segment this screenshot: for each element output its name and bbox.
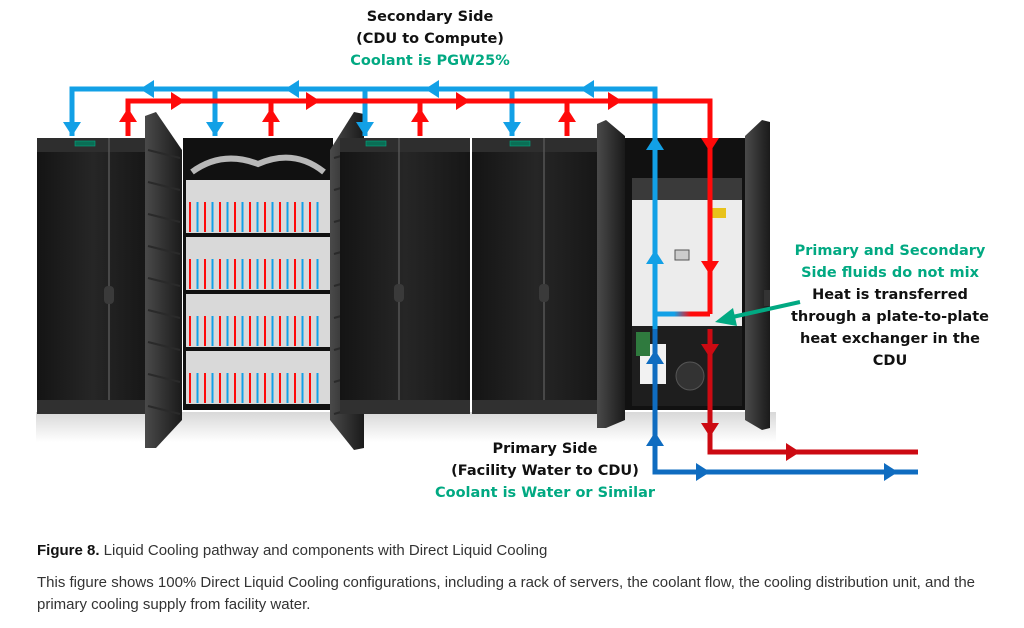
door-handle[interactable] — [394, 284, 404, 302]
primary-flow-arrow — [646, 432, 664, 446]
rack-door-left[interactable] — [145, 112, 182, 448]
primary-flow-arrow — [701, 423, 719, 437]
return-flow-arrow — [456, 92, 470, 110]
return-flow-arrow — [306, 92, 320, 110]
door-rung — [147, 373, 181, 383]
primary-flow-arrow — [701, 344, 719, 358]
supply-flow-arrow — [206, 122, 224, 136]
primary-return-pipe — [707, 329, 918, 455]
supply-flow-arrow — [425, 80, 439, 98]
door-rung — [147, 181, 181, 191]
door-rung — [147, 341, 181, 351]
return-flow-arrow — [701, 261, 719, 275]
supply-flow-arrow — [503, 122, 521, 136]
primary-flow-arrow — [786, 443, 800, 461]
figure-caption-body: This figure shows 100% Direct Liquid Coo… — [37, 574, 976, 613]
manifold-hoses — [190, 154, 326, 175]
supply-flow-arrow — [140, 80, 154, 98]
closed-rack-3 — [472, 138, 600, 414]
open-server-rack — [145, 112, 364, 450]
return-flow-arrow — [119, 108, 137, 122]
return-flow-arrow — [701, 138, 719, 152]
door-rung — [147, 309, 181, 319]
hpe-logo-badge — [365, 140, 387, 147]
heat-exchanger-pointer-arrow — [715, 300, 801, 326]
primary-flow-arrow — [696, 463, 710, 481]
door-rung — [147, 245, 181, 255]
secondary-side-title: Secondary Side — [366, 9, 494, 25]
fluids-note-line2: Side fluids do not mix — [801, 265, 979, 281]
return-flow-arrow — [608, 92, 622, 110]
supply-flow-arrow — [63, 122, 81, 136]
exchanger-desc-line1: Heat is transferred — [812, 287, 968, 303]
coolant-pipes — [63, 80, 918, 481]
exchanger-desc-line2: through a plate-to-plate — [790, 309, 989, 325]
door-handle[interactable] — [104, 286, 114, 304]
closed-rack-2 — [340, 138, 470, 414]
door-rung — [147, 277, 181, 287]
door-rung — [147, 213, 181, 223]
hpe-logo-badge — [74, 140, 96, 147]
diagram-canvas — [36, 80, 918, 481]
figure-number: Figure 8. — [37, 542, 100, 559]
return-flow-arrow — [411, 108, 429, 122]
primary-coolant-type: Coolant is Water or Similar — [434, 485, 656, 501]
return-flow-arrow — [558, 108, 576, 122]
door-rung — [147, 149, 181, 159]
door-handle[interactable] — [539, 284, 549, 302]
exchanger-desc-line3: heat exchanger in the — [800, 331, 980, 347]
primary-side-title: Primary Side — [492, 441, 598, 457]
cdu-door-left[interactable] — [597, 120, 625, 428]
hpe-logo-badge — [509, 140, 531, 147]
supply-flow-arrow — [356, 122, 374, 136]
supply-flow-arrow — [580, 80, 594, 98]
fluids-note-line1: Primary and Secondary — [794, 243, 986, 259]
supply-flow-arrow — [285, 80, 299, 98]
figure-title-text: Liquid Cooling pathway and components wi… — [99, 542, 548, 559]
primary-side-subtitle: (Facility Water to CDU) — [451, 463, 639, 479]
cdu-cabinet — [597, 120, 770, 430]
return-flow-arrow — [262, 108, 280, 122]
figure-caption-title: Figure 8. Liquid Cooling pathway and com… — [37, 542, 547, 559]
secondary-side-label: Secondary Side (CDU to Compute) Coolant … — [300, 6, 560, 72]
secondary-coolant-type: Coolant is PGW25% — [350, 53, 510, 69]
door-rung — [147, 405, 181, 415]
heat-exchanger-label: Primary and Secondary Side fluids do not… — [780, 240, 1000, 372]
exchanger-desc-line4: CDU — [872, 353, 908, 369]
supply-flow-arrow — [646, 136, 664, 150]
return-flow-arrow — [171, 92, 185, 110]
primary-flow-arrow — [884, 463, 898, 481]
primary-side-label: Primary Side (Facility Water to CDU) Coo… — [410, 438, 680, 504]
server-blades — [186, 180, 330, 404]
cooling-diagram: Secondary Side (CDU to Compute) Coolant … — [36, 6, 1000, 504]
closed-rack-1 — [37, 138, 149, 414]
cdu-door-right[interactable] — [745, 120, 770, 430]
secondary-side-subtitle: (CDU to Compute) — [356, 31, 504, 47]
primary-flow-arrow — [646, 350, 664, 364]
primary-supply-pipe — [652, 329, 918, 475]
